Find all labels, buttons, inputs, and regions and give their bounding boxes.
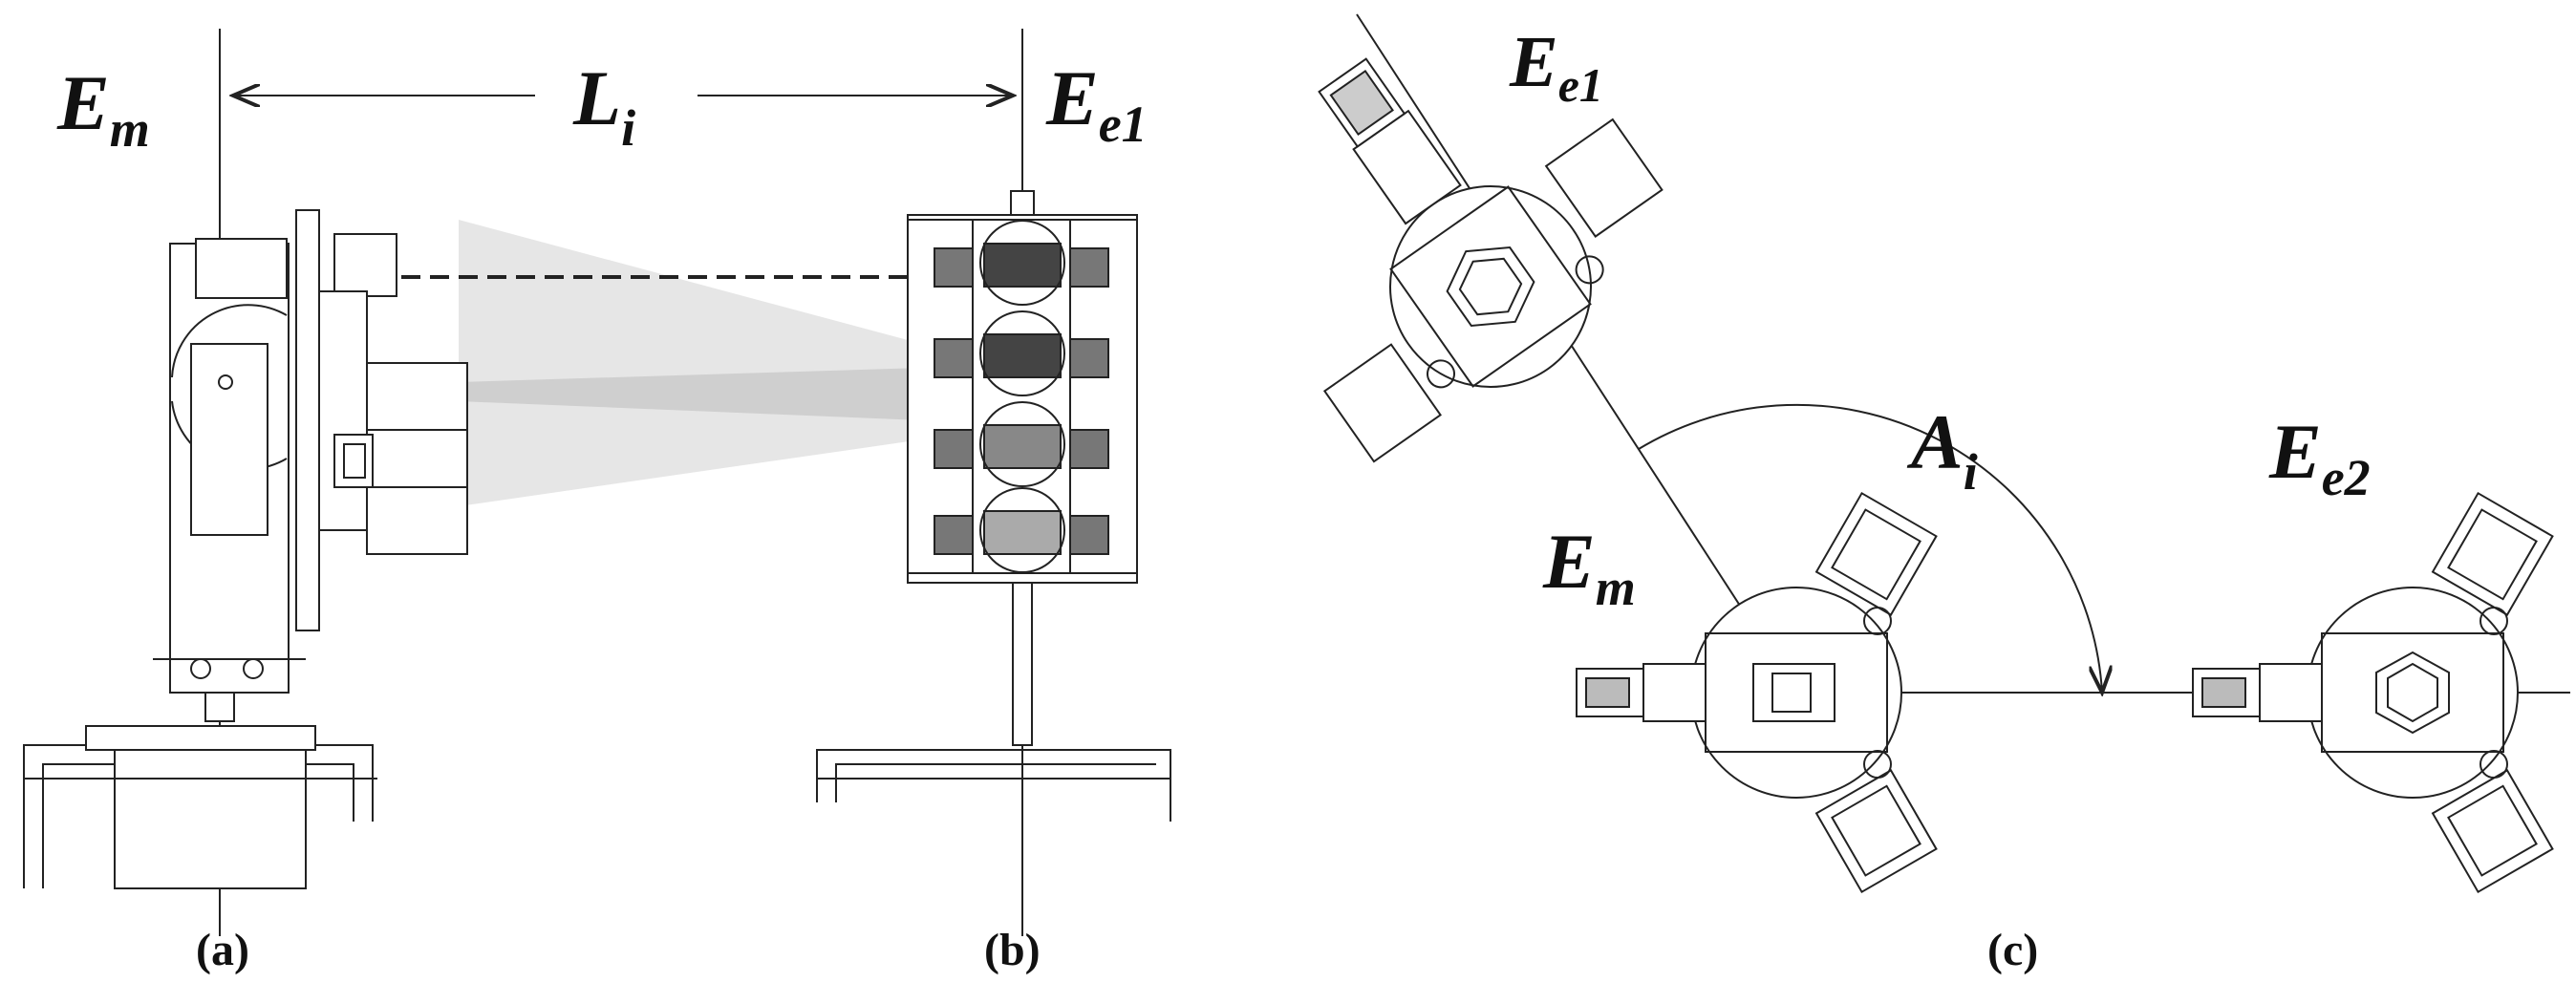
angle-arc xyxy=(1638,403,2102,693)
panel-a: Em Li (a) xyxy=(23,29,1013,975)
panel-c: Ee1 Ai Em Ee2 (c) xyxy=(1318,13,2570,975)
label-em-c: Em xyxy=(1542,518,1636,616)
module-side-body xyxy=(23,209,468,889)
caption-c: (c) xyxy=(1987,925,2038,975)
label-em-a: Em xyxy=(56,59,150,158)
label-li: Li xyxy=(572,54,635,157)
label-ee1-c: Ee1 xyxy=(1509,22,1603,112)
panel-b: Ee1 (b) xyxy=(816,29,1171,975)
light-beam xyxy=(459,220,922,506)
label-ee1-b: Ee1 xyxy=(1045,54,1148,153)
led-target-panel xyxy=(816,190,1171,822)
module-ee2-top xyxy=(2192,491,2554,894)
module-em-top xyxy=(1576,491,1938,894)
label-ee2: Ee2 xyxy=(2268,408,2371,506)
label-ai: Ai xyxy=(1906,398,1978,501)
caption-a: (a) xyxy=(196,925,249,975)
module-ee1-top xyxy=(1318,57,1664,463)
caption-b: (b) xyxy=(984,925,1041,975)
